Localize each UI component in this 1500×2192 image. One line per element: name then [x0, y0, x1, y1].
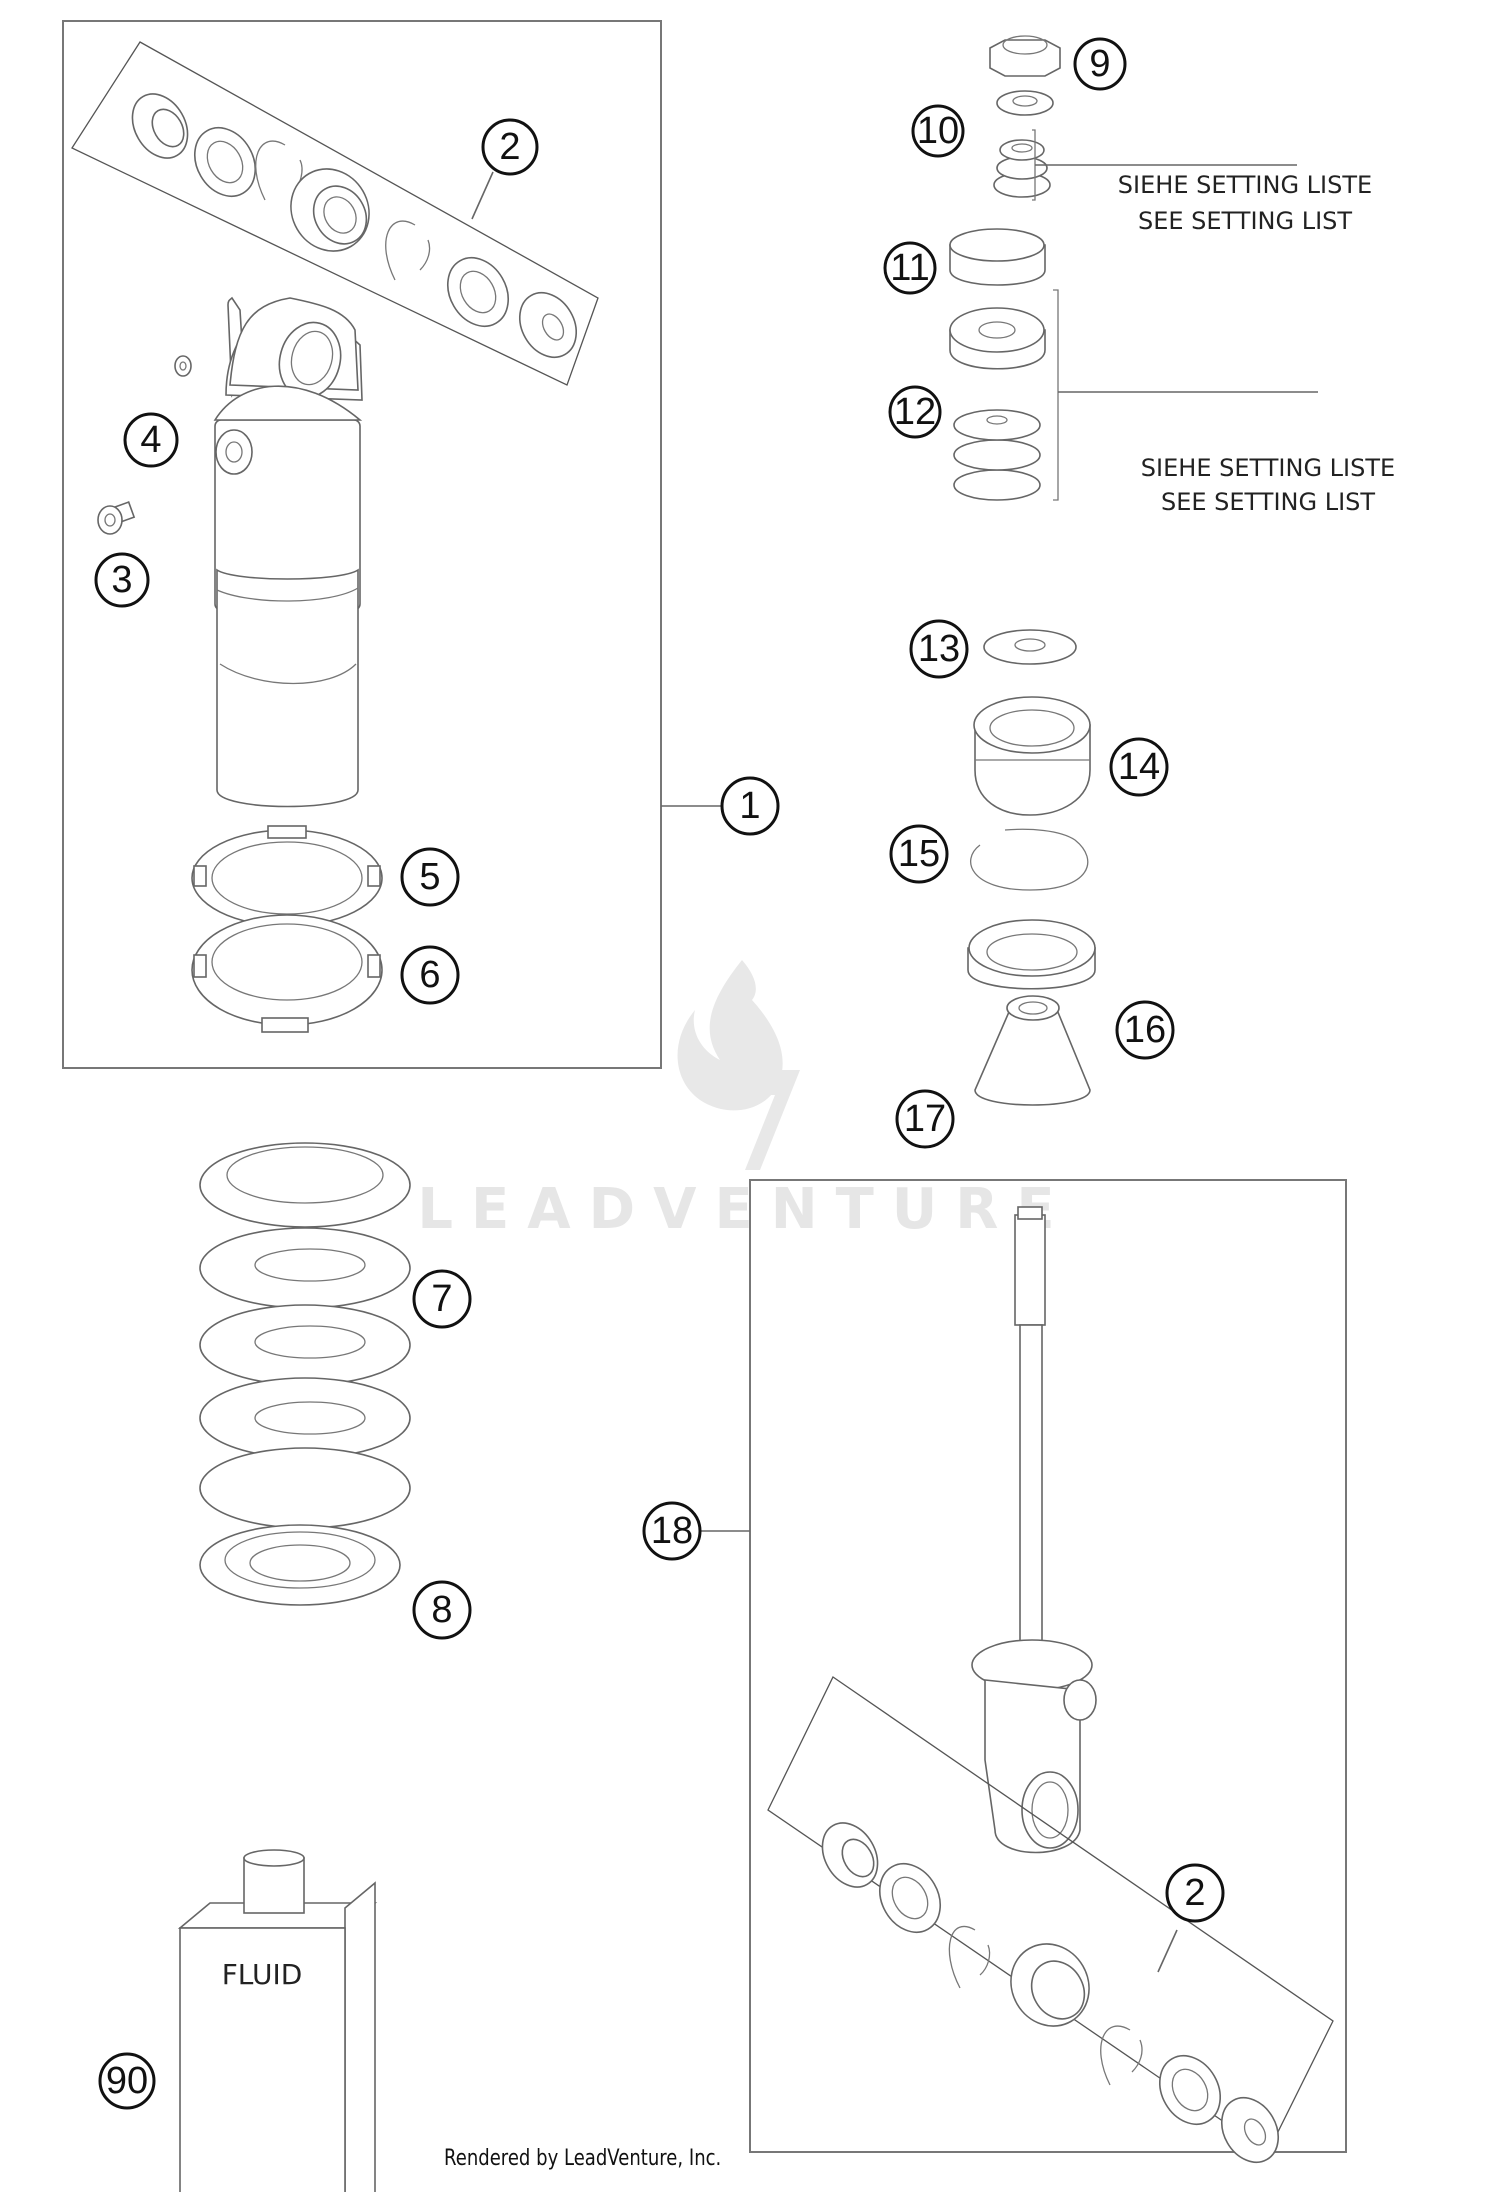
- callout-1: 1: [720, 776, 780, 836]
- svg-text:SEE SETTING LIST: SEE SETTING LIST: [1138, 207, 1352, 235]
- svg-text:14: 14: [1118, 746, 1160, 788]
- callout-14: 14: [1109, 737, 1169, 797]
- svg-text:7: 7: [431, 1278, 452, 1320]
- svg-text:3: 3: [111, 559, 132, 601]
- seal-16: [967, 919, 1096, 990]
- fluid-container-90: [177, 1849, 378, 2192]
- svg-text:6: 6: [419, 954, 440, 996]
- shim-stack-lower: [953, 289, 1318, 501]
- svg-text:18: 18: [651, 1510, 693, 1552]
- watermark-logo: [677, 960, 800, 1170]
- svg-text:SIEHE SETTING LISTE: SIEHE SETTING LISTE: [1141, 454, 1395, 482]
- svg-text:13: 13: [918, 628, 960, 670]
- spring-7: [199, 1142, 411, 1529]
- screw-3: [97, 501, 136, 535]
- callout-3: 3: [94, 552, 150, 608]
- callout-11: 11: [883, 241, 937, 295]
- svg-text:8: 8: [431, 1589, 452, 1631]
- svg-text:1: 1: [739, 785, 760, 827]
- piston-12: [949, 307, 1046, 370]
- piston-rod-18: [971, 1206, 1097, 1854]
- svg-text:4: 4: [140, 419, 161, 461]
- callout-17: 17: [895, 1089, 955, 1149]
- callout-6: 6: [400, 945, 460, 1005]
- callout-10: 10: [911, 104, 965, 158]
- callout-5: 5: [400, 847, 460, 907]
- callout-2-lower: 2: [1165, 1863, 1225, 1923]
- setting-note-lower: SIEHE SETTING LISTE SEE SETTING LIST: [1141, 454, 1395, 516]
- setting-note-upper: SIEHE SETTING LISTE SEE SETTING LIST: [1118, 171, 1372, 235]
- washer-13: [983, 629, 1077, 665]
- callout-9: 9: [1073, 37, 1127, 91]
- svg-text:17: 17: [904, 1098, 946, 1140]
- callout-7: 7: [412, 1269, 472, 1329]
- svg-text:15: 15: [898, 833, 940, 875]
- svg-text:SEE SETTING LIST: SEE SETTING LIST: [1161, 488, 1375, 516]
- svg-text:2: 2: [499, 126, 520, 168]
- callout-4: 4: [123, 412, 179, 468]
- callout-16: 16: [1115, 1000, 1175, 1060]
- circlip-15: [970, 828, 1089, 891]
- callout-18: 18: [642, 1501, 702, 1561]
- washer-4: [174, 355, 192, 377]
- callout-8: 8: [412, 1580, 472, 1640]
- bearing-kit-lower: [767, 1676, 1334, 2163]
- svg-text:11: 11: [890, 247, 929, 289]
- callout-15: 15: [889, 824, 949, 884]
- assembly-18-frame: [749, 1179, 1347, 2153]
- watermark-text: LEADVENTURE: [417, 1177, 1072, 1242]
- callout-2-upper: 2: [481, 118, 539, 176]
- assembly-1-frame: [62, 20, 662, 1069]
- lock-ring-6: [191, 914, 383, 1033]
- callout-12: 12: [888, 385, 942, 439]
- cap-14: [973, 696, 1091, 816]
- bump-stop-17: [974, 995, 1091, 1106]
- piston-band-11: [949, 228, 1046, 286]
- svg-text:5: 5: [419, 856, 440, 898]
- washer-10: [996, 90, 1054, 116]
- shock-absorber-body: [213, 296, 363, 808]
- svg-text:90: 90: [106, 2060, 148, 2102]
- lock-ring-5: [191, 825, 383, 927]
- fluid-label: FLUID: [222, 1958, 303, 1991]
- bearing-kit-upper: [71, 41, 599, 386]
- callout-13: 13: [909, 619, 969, 679]
- callout-90: 90: [98, 2052, 156, 2110]
- nut-9: [989, 35, 1061, 77]
- svg-text:9: 9: [1089, 43, 1110, 85]
- svg-text:10: 10: [917, 110, 959, 152]
- svg-text:12: 12: [894, 391, 936, 433]
- svg-text:16: 16: [1124, 1009, 1166, 1051]
- svg-text:SIEHE SETTING LISTE: SIEHE SETTING LISTE: [1118, 171, 1372, 199]
- spring-seat-8: [199, 1524, 401, 1606]
- shim-stack-upper: [993, 129, 1297, 201]
- svg-text:2: 2: [1184, 1872, 1205, 1914]
- rendered-by-footer: Rendered by LeadVenture, Inc.: [444, 2146, 722, 2171]
